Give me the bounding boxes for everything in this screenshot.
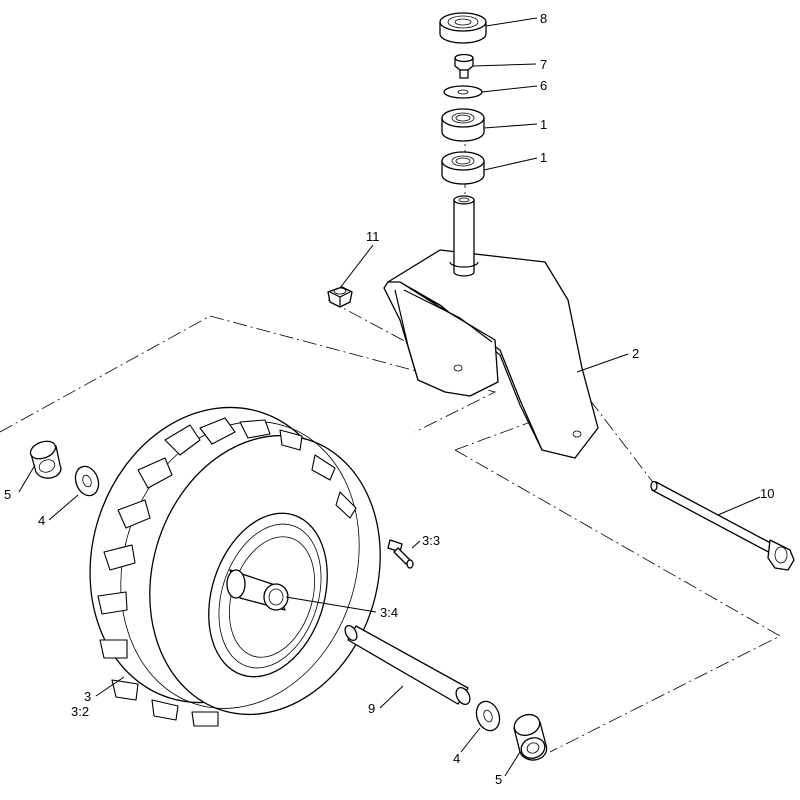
callout-8: 8: [540, 11, 547, 26]
callout-5-left: 5: [4, 487, 11, 502]
part-1-bearing-upper: [441, 108, 485, 142]
callout-10: 10: [760, 486, 774, 501]
callout-3-2: 3:2: [71, 704, 89, 719]
part-9-axle-sleeve: [344, 624, 471, 706]
callout-3: 3: [84, 689, 91, 704]
part-5-spacer-left: [29, 440, 62, 479]
callout-5-right: 5: [495, 772, 502, 787]
part-8-bearing-cap: [439, 12, 487, 44]
callout-3-3: 3:3: [422, 533, 440, 548]
callout-3-4: 3:4: [380, 605, 398, 620]
part-4-washer-left: [74, 465, 100, 497]
callout-1-lower: 1: [540, 150, 547, 165]
callout-6: 6: [540, 78, 547, 93]
part-3-3-grease-fitting: [387, 539, 414, 569]
part-5-spacer-right: [513, 713, 548, 761]
part-2-caster-fork: [383, 195, 599, 459]
callout-9: 9: [368, 701, 375, 716]
part-6-washer: [443, 85, 483, 99]
callout-labels: 8 7 6 1 1 11 2 10 5 4 3:3 3:4 3 3:2 9 4 …: [4, 11, 774, 787]
callout-11: 11: [366, 229, 380, 244]
callout-4-left: 4: [38, 513, 45, 528]
part-11-nut: [327, 286, 353, 308]
part-10-axle-bolt: [650, 480, 795, 571]
part-1-bearing-lower: [441, 151, 485, 185]
callout-4-right: 4: [453, 751, 460, 766]
callout-2: 2: [632, 346, 639, 361]
leader-lines: [18, 17, 761, 777]
tire-tread-lugs: [97, 417, 357, 727]
callout-1-upper: 1: [540, 117, 547, 132]
part-4-washer-right: [475, 700, 501, 732]
callout-7: 7: [540, 57, 547, 72]
part-7-bolt: [454, 53, 474, 79]
part-3-wheel-assembly: [89, 406, 381, 727]
